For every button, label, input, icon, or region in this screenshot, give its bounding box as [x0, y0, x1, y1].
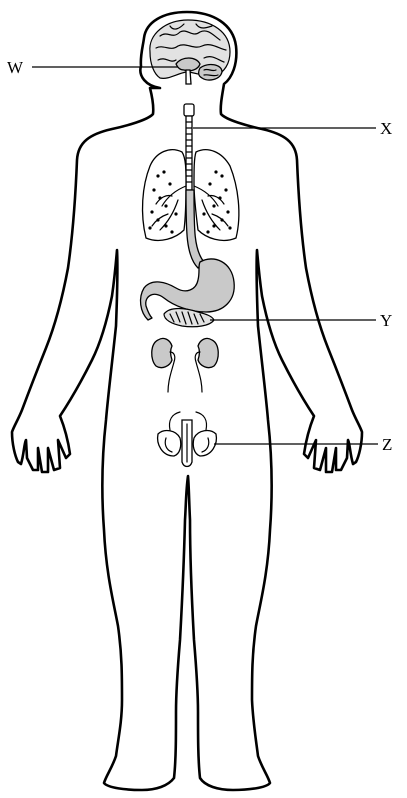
label-w: W	[7, 58, 24, 77]
label-y: Y	[380, 311, 392, 330]
reproductive-organs	[158, 412, 217, 467]
brain	[150, 20, 230, 84]
label-z: Z	[382, 435, 392, 454]
label-x: X	[380, 119, 392, 138]
kidneys	[152, 338, 219, 392]
